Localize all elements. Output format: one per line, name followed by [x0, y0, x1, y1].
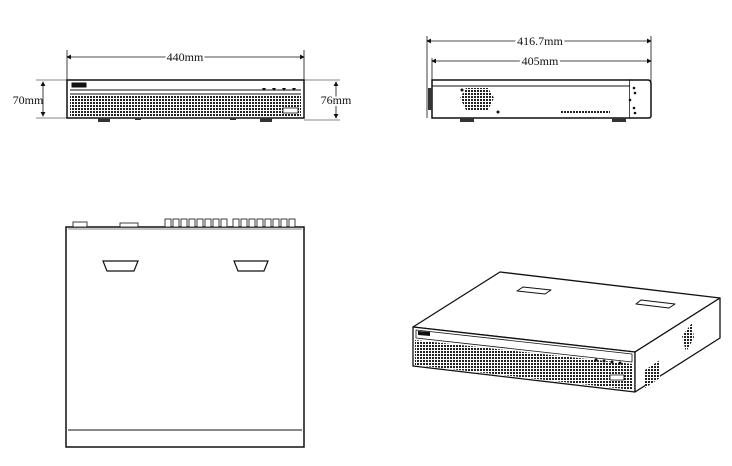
fan-vent — [460, 88, 494, 110]
top-view — [65, 218, 305, 448]
right-height-label: 76mm — [321, 93, 352, 107]
front-grille-perspective — [415, 340, 633, 390]
usb-port — [282, 107, 299, 114]
front-grille — [70, 95, 301, 116]
side-view — [426, 36, 652, 122]
front-view — [36, 50, 340, 122]
width-label: 440mm — [167, 50, 204, 64]
left-height-label: 70mm — [13, 93, 44, 107]
body-depth-label: 405mm — [522, 54, 559, 68]
logo — [71, 82, 87, 88]
overall-depth-label: 416.7mm — [517, 34, 563, 48]
status-leds — [262, 88, 296, 91]
rear-connectors — [72, 218, 296, 228]
perspective-view — [412, 271, 721, 393]
